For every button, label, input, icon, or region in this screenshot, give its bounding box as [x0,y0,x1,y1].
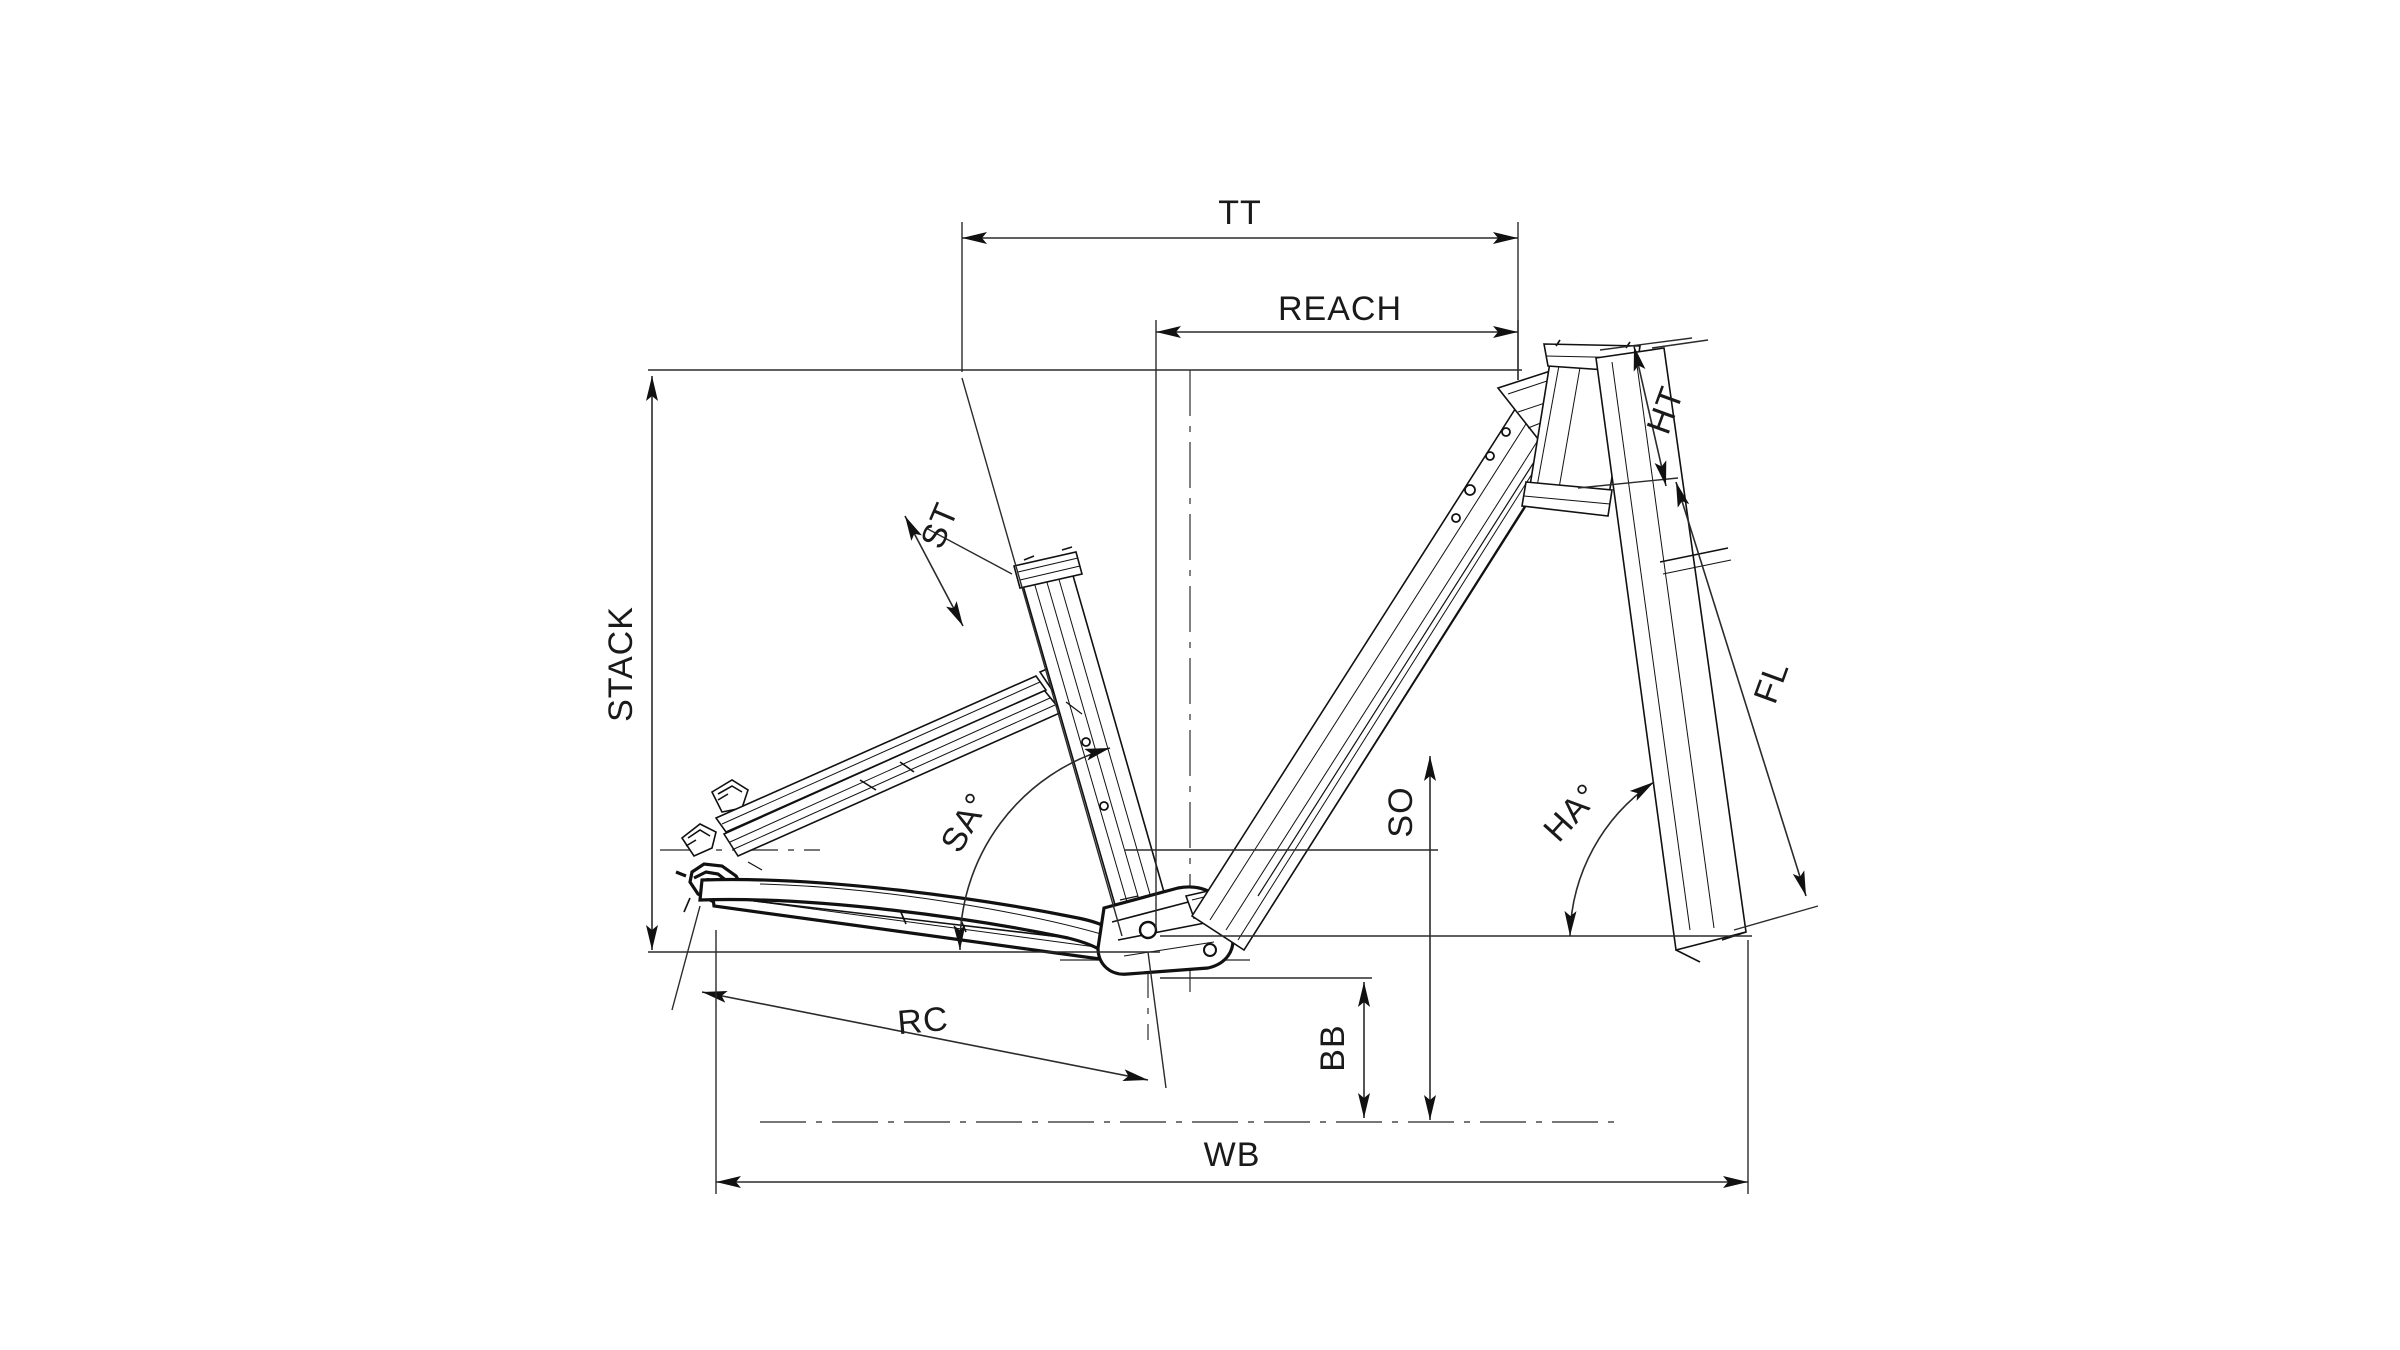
rc-dimension-line [701,990,1149,1082]
dim-label-so: SO [1382,786,1420,837]
dimension-stack: STACK [602,369,1522,953]
sa-arc [953,747,1111,951]
st-dimension-line [904,515,964,627]
dimension-rc: RC [671,905,1167,1089]
frame-small-details [747,701,1139,901]
dimension-bb: BB [1160,977,1372,1118]
dim-label-rc: RC [896,1000,950,1042]
dim-label-tt: TT [1218,194,1262,232]
dim-label-bb: BB [1314,1024,1352,1071]
head-tube [1521,339,1641,517]
ht-dimension-line [1633,345,1667,487]
fl-dimension-line [1675,481,1807,897]
ha-arc [1564,781,1655,937]
dim-label-stack: STACK [602,606,640,722]
dimension-reach: REACH [1155,290,1519,930]
dimension-so: SO [1124,756,1438,1120]
dimension-wb: WB [715,930,1749,1194]
dim-label-reach: REACH [1278,290,1402,328]
bicycle-frame-artwork [675,339,1747,976]
dim-label-wb: WB [1204,1136,1261,1174]
